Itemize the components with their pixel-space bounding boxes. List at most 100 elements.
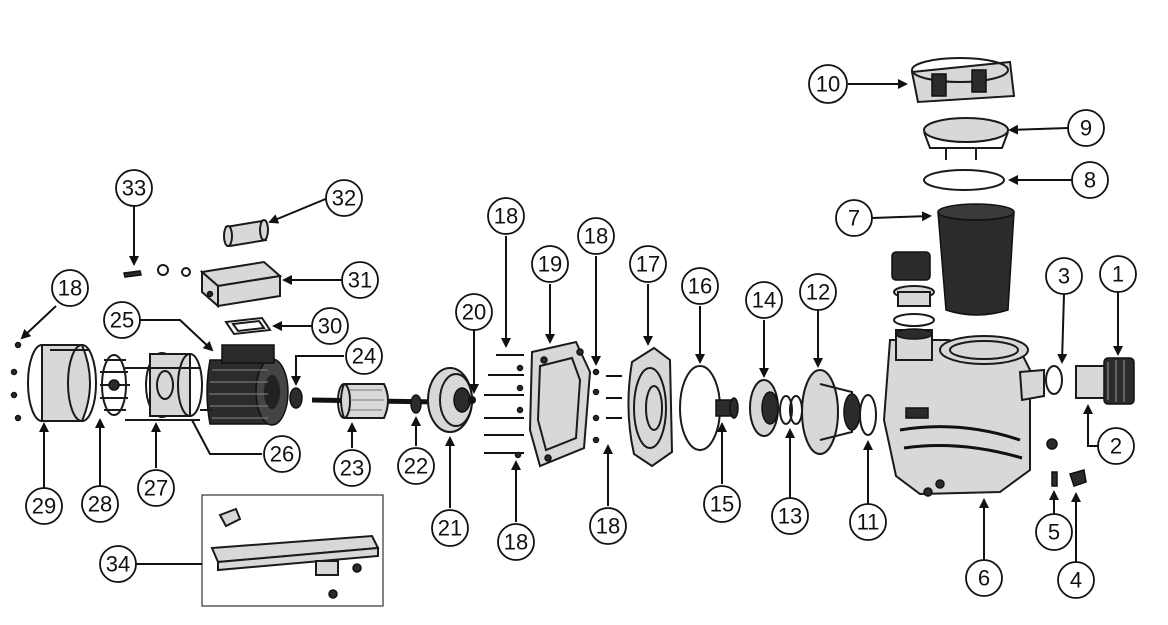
part-27-rear-end-cap xyxy=(125,352,203,421)
callout-1: 1 xyxy=(1099,255,1137,293)
svg-text:32: 32 xyxy=(332,186,356,211)
svg-text:3: 3 xyxy=(1058,264,1070,289)
callout-4: 4 xyxy=(1057,561,1095,599)
svg-text:19: 19 xyxy=(538,252,562,277)
callout-18-left: 18 xyxy=(51,269,89,307)
part-11-o-ring xyxy=(859,394,877,436)
svg-text:14: 14 xyxy=(752,288,776,313)
part-10-lid-locking-ring xyxy=(910,57,1016,104)
callout-13: 13 xyxy=(771,497,809,535)
callout-23: 23 xyxy=(333,449,371,487)
part-7-strainer-basket xyxy=(937,203,1015,316)
callout-6: 6 xyxy=(965,559,1003,597)
svg-text:18: 18 xyxy=(584,224,608,249)
part-34-mounting-base xyxy=(201,494,384,607)
part-19-adapter-bracket xyxy=(528,340,592,468)
callout-15: 15 xyxy=(703,485,741,523)
svg-text:31: 31 xyxy=(348,268,372,293)
callout-16: 16 xyxy=(681,267,719,305)
part-housing-plug xyxy=(1046,438,1058,450)
part-21-seal-plate xyxy=(427,367,476,433)
leader-lines xyxy=(20,79,1123,565)
callout-30: 30 xyxy=(311,307,349,345)
svg-text:18: 18 xyxy=(58,276,82,301)
callout-31: 31 xyxy=(341,261,379,299)
part-12-diffuser-plate xyxy=(801,369,861,455)
callout-2: 2 xyxy=(1097,427,1135,465)
part-3-union-o-ring xyxy=(1045,365,1063,395)
part-25-motor-body xyxy=(200,344,289,426)
part-17-diffuser xyxy=(627,346,674,468)
part-16-o-ring xyxy=(679,365,721,451)
svg-text:1: 1 xyxy=(1112,262,1124,287)
part-18-bolts-set-a xyxy=(484,354,524,459)
callout-10: 10 xyxy=(808,64,848,104)
callout-26: 26 xyxy=(263,435,301,473)
svg-text:18: 18 xyxy=(596,514,620,539)
callout-12: 12 xyxy=(799,273,837,311)
callout-33: 33 xyxy=(115,169,153,207)
part-5-drain-o-ring xyxy=(1051,471,1058,487)
svg-text:18: 18 xyxy=(504,530,528,555)
part-22-bearing xyxy=(410,394,422,414)
callout-18-top-right: 18 xyxy=(577,217,615,255)
svg-text:29: 29 xyxy=(32,494,56,519)
callout-29: 29 xyxy=(25,487,63,525)
part-24-bearing xyxy=(289,387,303,409)
svg-text:17: 17 xyxy=(636,252,660,277)
svg-text:34: 34 xyxy=(106,552,130,577)
part-inlet-union-fittings xyxy=(891,251,935,327)
callout-27: 27 xyxy=(137,469,175,507)
part-28-fan xyxy=(100,354,130,416)
part-14-impeller xyxy=(749,379,779,437)
callout-11: 11 xyxy=(849,503,887,541)
svg-text:25: 25 xyxy=(110,308,134,333)
part-6-pump-housing xyxy=(882,328,1045,497)
callout-28: 28 xyxy=(81,485,119,523)
svg-text:24: 24 xyxy=(352,344,376,369)
callout-18-bottom-right: 18 xyxy=(589,507,627,545)
svg-text:6: 6 xyxy=(978,566,990,591)
callout-18-top-center: 18 xyxy=(487,197,525,235)
callout-3: 3 xyxy=(1045,257,1083,295)
callout-7: 7 xyxy=(835,199,873,237)
callout-34: 34 xyxy=(99,545,137,583)
svg-text:15: 15 xyxy=(710,492,734,517)
svg-text:23: 23 xyxy=(340,456,364,481)
callout-19: 19 xyxy=(531,245,569,283)
svg-text:5: 5 xyxy=(1048,520,1060,545)
part-1-union-nut xyxy=(1103,357,1135,405)
svg-text:26: 26 xyxy=(270,442,294,467)
svg-text:28: 28 xyxy=(88,492,112,517)
svg-text:21: 21 xyxy=(438,516,462,541)
part-32-capacitor xyxy=(223,219,269,248)
callout-20: 20 xyxy=(455,293,493,331)
svg-text:30: 30 xyxy=(318,314,342,339)
svg-text:8: 8 xyxy=(1084,168,1096,193)
svg-text:12: 12 xyxy=(806,280,830,305)
part-13-seal-rings xyxy=(779,395,803,425)
callout-9: 9 xyxy=(1067,109,1105,147)
callout-22: 22 xyxy=(397,447,435,485)
part-33-small-hardware xyxy=(123,264,191,278)
svg-text:2: 2 xyxy=(1110,434,1122,459)
svg-text:10: 10 xyxy=(816,72,840,97)
callout-21: 21 xyxy=(431,509,469,547)
svg-text:33: 33 xyxy=(122,176,146,201)
part-4-drain-plug xyxy=(1069,469,1087,487)
svg-text:18: 18 xyxy=(494,204,518,229)
callout-8: 8 xyxy=(1071,161,1109,199)
part-18-bolts-set-b xyxy=(592,368,622,444)
part-9-clear-lid xyxy=(923,117,1009,160)
part-29-fan-cover xyxy=(10,341,97,422)
callout-18-bottom-center: 18 xyxy=(497,523,535,561)
callout-24: 24 xyxy=(345,337,383,375)
callout-5: 5 xyxy=(1035,513,1073,551)
part-15-impeller-nut xyxy=(715,397,739,419)
svg-text:16: 16 xyxy=(688,274,712,299)
part-2-union-tail xyxy=(1075,365,1107,399)
callout-14: 14 xyxy=(745,281,783,319)
svg-text:27: 27 xyxy=(144,476,168,501)
callout-32: 32 xyxy=(325,179,363,217)
svg-text:4: 4 xyxy=(1070,568,1082,593)
